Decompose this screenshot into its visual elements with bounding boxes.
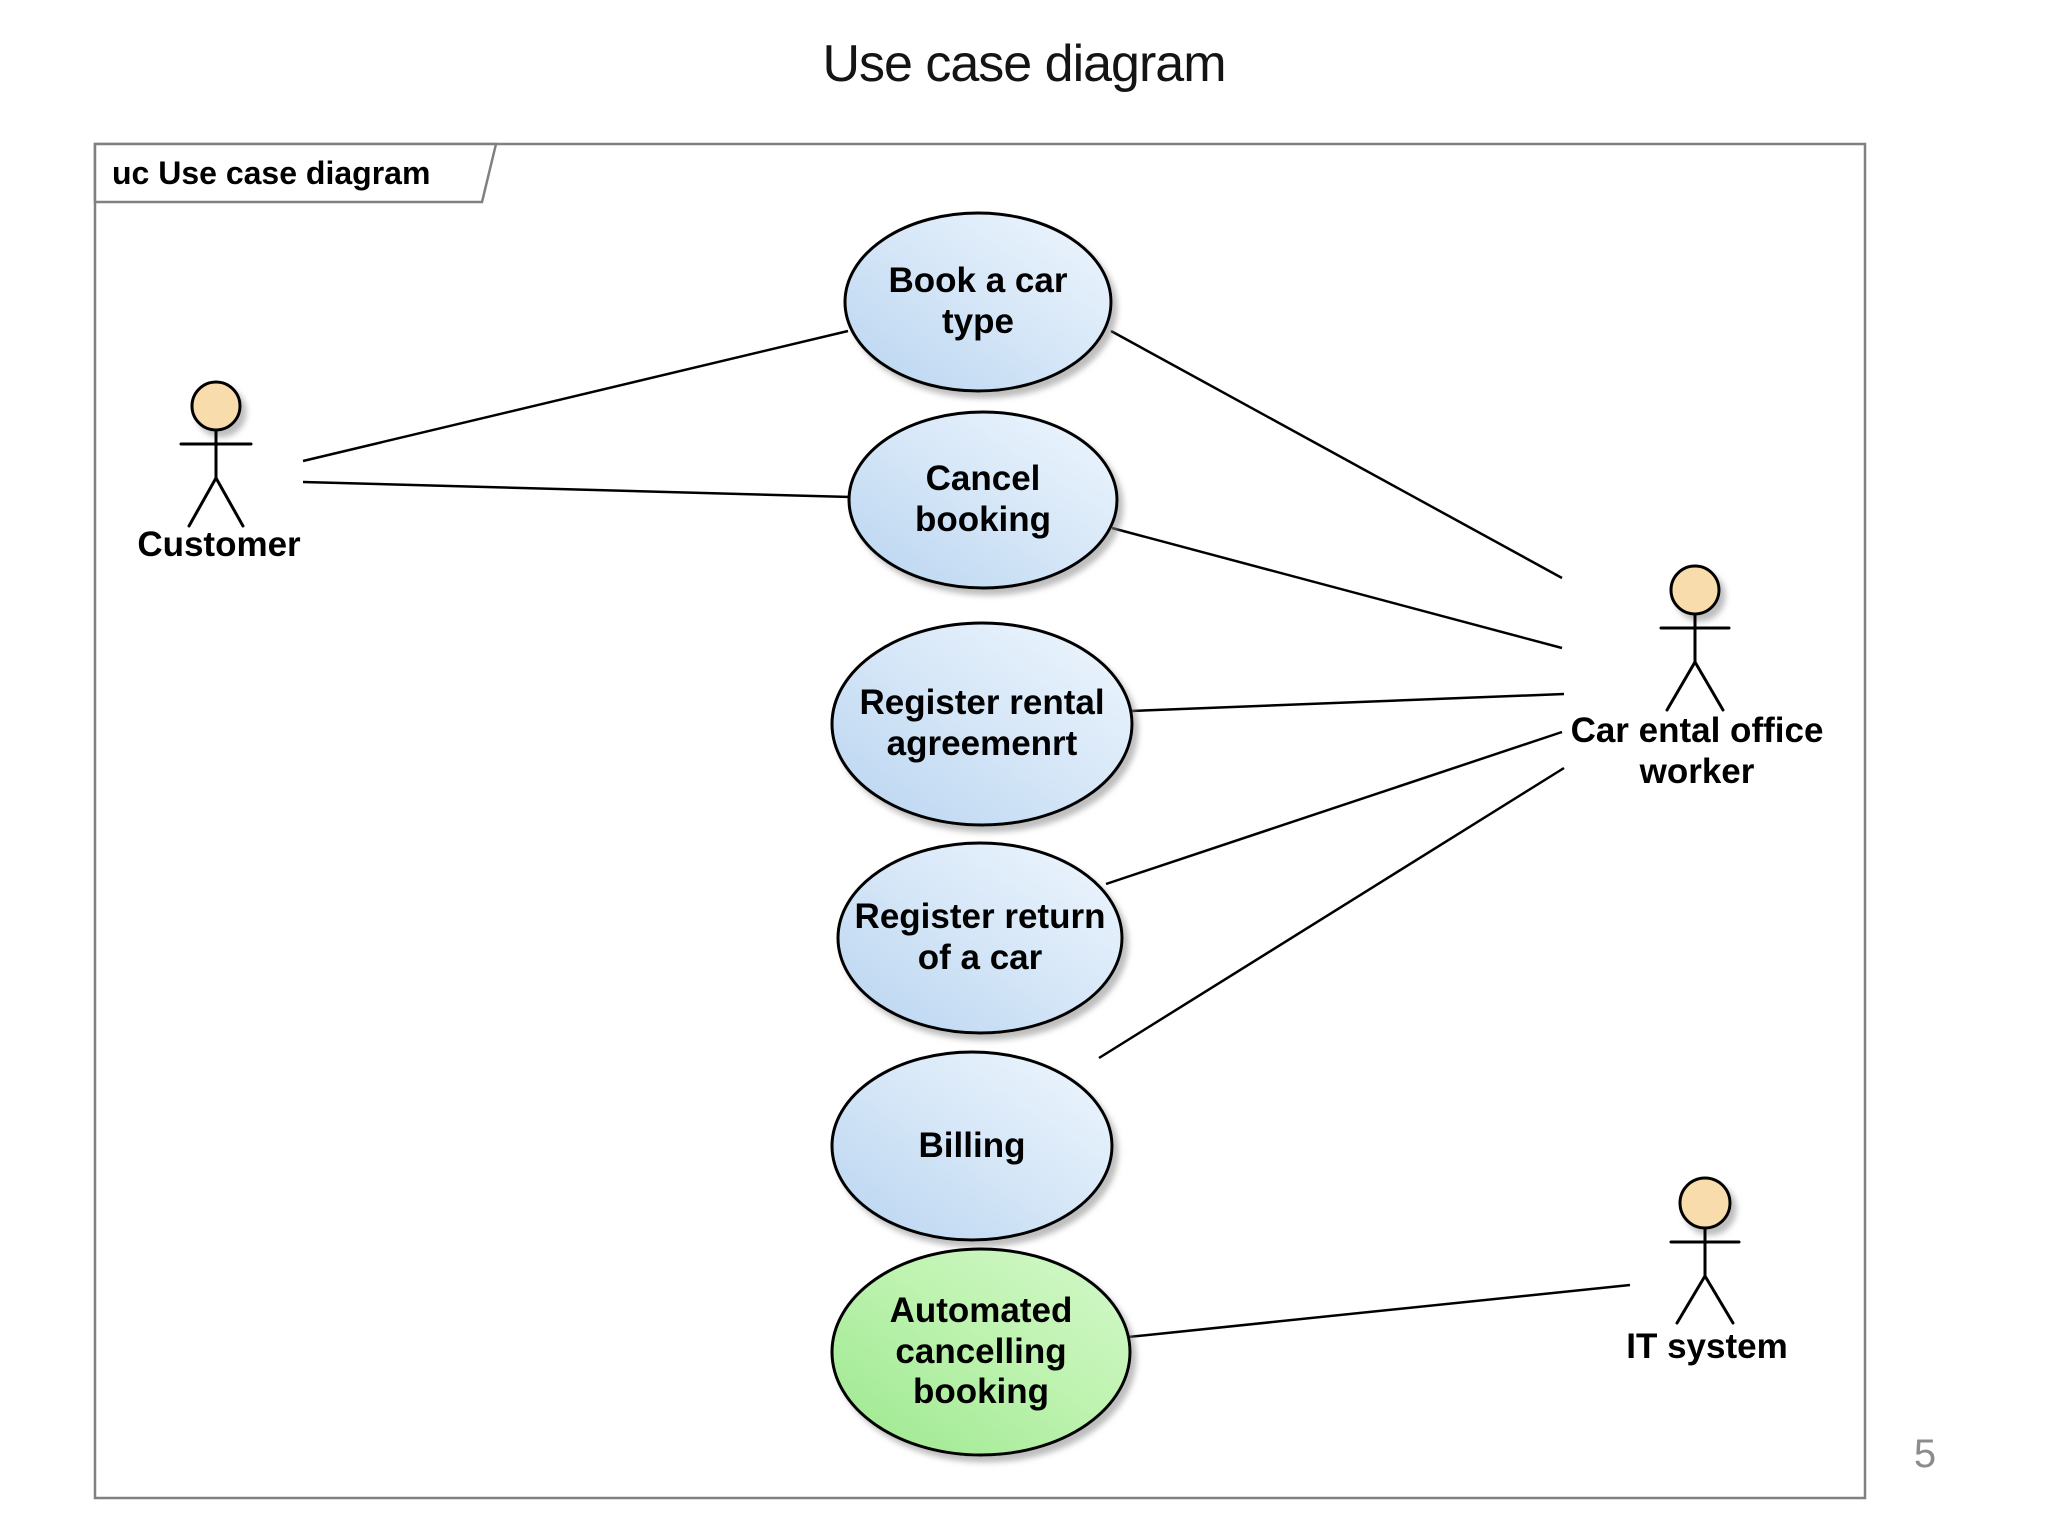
actor-head-customer: [190, 380, 242, 432]
actor-figure-customer: [179, 380, 253, 528]
uml-frame-name-tab: [93, 142, 498, 204]
association-register-rental-worker: [1130, 692, 1565, 713]
page-title: Use case diagram: [822, 35, 1226, 93]
association-cancel-booking-worker: [1111, 526, 1563, 650]
use-case-ellipse-automated-cancelling-booking: [830, 1247, 1132, 1457]
use-case-label-automated-cancelling-booking: Automated cancelling booking: [889, 1291, 1073, 1412]
association-customer-book-a-car: [302, 329, 849, 463]
page-number: 5: [1913, 1432, 1937, 1476]
actor-head-it-system: [1678, 1176, 1732, 1230]
uml-frame-label: uc Use case diagram: [112, 154, 431, 191]
use-case-label-register-return-of-a-car: Register return of a car: [854, 897, 1106, 977]
use-case-label-book-a-car-type: Book a car type: [888, 261, 1068, 341]
association-billing-worker: [1098, 766, 1565, 1060]
use-case-ellipse-billing: [830, 1050, 1114, 1242]
use-case-label-register-rental-agreement: Register rental agreemenrt: [859, 683, 1105, 763]
actor-head-car-rental-office-worker: [1669, 564, 1721, 616]
use-case-ellipse-register-return-of-a-car: [836, 841, 1124, 1035]
actor-label-car-rental-office-worker: Car ental office worker: [1570, 711, 1824, 791]
association-automated-cancelling-it-system: [1127, 1283, 1631, 1339]
use-case-label-billing: Billing: [918, 1125, 1026, 1165]
association-lines: [302, 329, 1631, 1339]
association-book-a-car-worker: [1110, 329, 1563, 580]
actor-figure-car-rental-office-worker: [1659, 564, 1731, 712]
actor-label-customer: Customer: [137, 524, 301, 564]
association-register-return-worker: [1105, 730, 1563, 886]
uml-frame-border: [93, 142, 1867, 1500]
use-case-ellipse-cancel-booking: [847, 410, 1119, 590]
actor-label-it-system: IT system: [1626, 1326, 1788, 1366]
association-customer-cancel-booking: [302, 480, 852, 499]
use-case-label-cancel-booking: Cancel booking: [914, 459, 1052, 539]
actor-figure-it-system: [1669, 1176, 1741, 1325]
use-case-ellipse-book-a-car-type: [843, 211, 1113, 393]
use-case-ellipse-register-rental-agreement: [830, 621, 1134, 827]
